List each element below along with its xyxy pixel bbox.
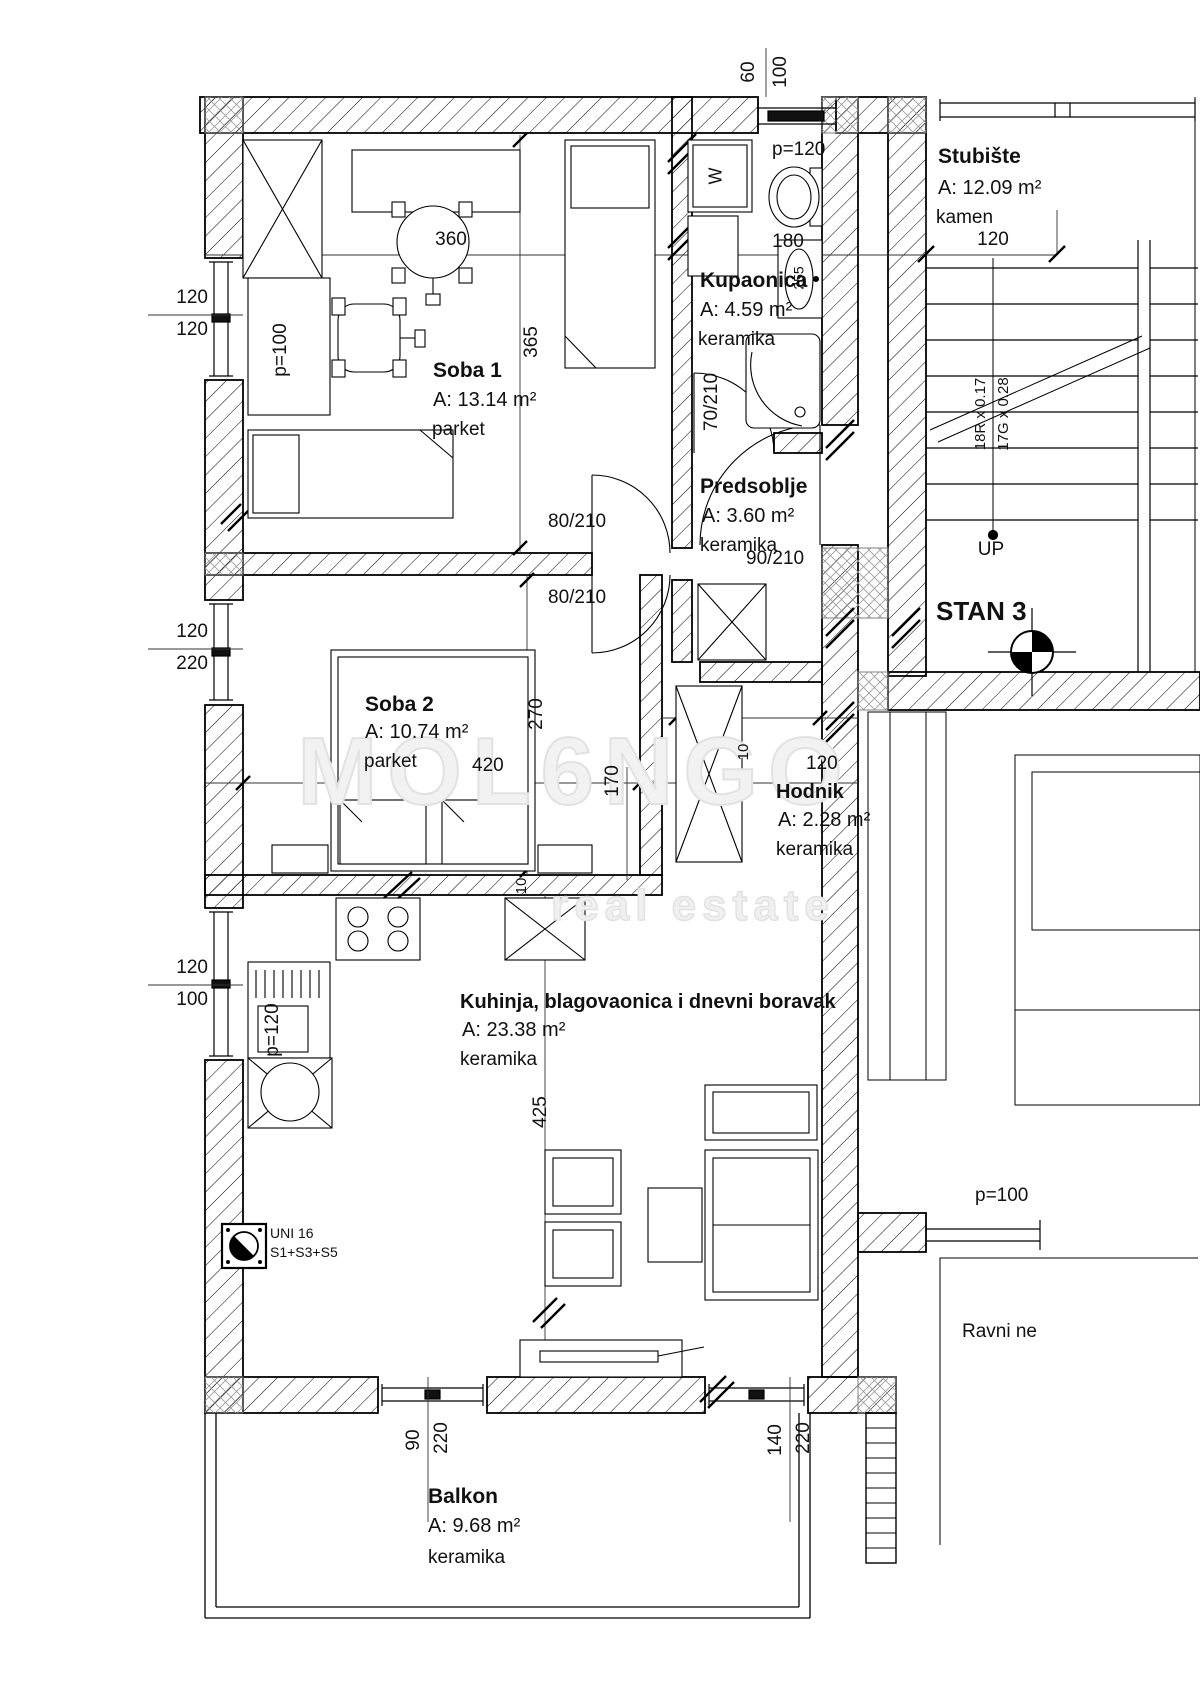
furniture-hodnik-wardrobe bbox=[675, 685, 743, 863]
dim-kitchen-depth: 425 bbox=[530, 1096, 552, 1128]
room-area-hodnik: A: 2.28 m² bbox=[778, 809, 871, 831]
washer-label: W bbox=[705, 167, 726, 185]
door-label-soba2: 80/210 bbox=[548, 587, 607, 608]
dim-top-window-w: 60 bbox=[738, 61, 760, 83]
room-name-soba1: Soba 1 bbox=[433, 359, 502, 382]
furniture-soba2 bbox=[271, 649, 593, 874]
furniture-soba1 bbox=[242, 139, 656, 519]
watermark-logo: MOL6NGO bbox=[296, 717, 853, 826]
door-label-kupaonica: 70/210 bbox=[701, 372, 723, 432]
dim-window2-a: 120 bbox=[176, 621, 208, 642]
parapet-kitchen: p=120 bbox=[262, 1003, 284, 1057]
room-name-balkon: Balkon bbox=[428, 1485, 499, 1508]
door-label-entrance: 90/210 bbox=[746, 548, 805, 569]
dim-sink: 255 bbox=[790, 266, 807, 290]
furniture-kitchen bbox=[247, 897, 586, 1129]
watermark-tagline: real estate bbox=[550, 880, 835, 931]
room-floor-soba1: parket bbox=[432, 419, 485, 440]
room-area-predsoblje: A: 3.60 m² bbox=[702, 505, 795, 527]
dim-window1-a: 120 bbox=[176, 287, 208, 308]
room-floor-kupaonica: keramika bbox=[698, 329, 776, 350]
dim-hodnik-width: 120 bbox=[806, 753, 838, 774]
uni16-marker bbox=[220, 1222, 268, 1270]
room-area-kuhinja: A: 23.38 m² bbox=[462, 1019, 566, 1041]
furniture-living bbox=[519, 1084, 819, 1378]
door-label-soba1: 80/210 bbox=[548, 511, 607, 532]
room-floor-stubiste: kamen bbox=[936, 207, 994, 228]
stairs-risers-label: 18R x 0.17 bbox=[972, 377, 990, 451]
dim-soba2-width: 420 bbox=[472, 755, 504, 776]
parapet-right: p=100 bbox=[975, 1185, 1029, 1206]
stairs-up-label: UP bbox=[977, 539, 1005, 561]
furniture-kupaonica bbox=[687, 139, 823, 429]
room-name-kuhinja: Kuhinja, blagovaonica i dnevni boravak bbox=[460, 991, 836, 1013]
dim-window3-a: 120 bbox=[176, 957, 208, 978]
wall-junction-blocks bbox=[204, 96, 927, 1414]
dim-offset-1: 10 bbox=[513, 877, 531, 895]
furniture-predsoblje-closet bbox=[697, 583, 767, 661]
dim-offset-2: 10 bbox=[735, 743, 753, 761]
dim-window2-b: 220 bbox=[176, 653, 208, 674]
dim-hodnik-depth: 170 bbox=[602, 765, 624, 797]
room-area-balkon: A: 9.68 m² bbox=[428, 1515, 521, 1537]
dim-balcony-win2-b: 220 bbox=[793, 1422, 815, 1454]
windows bbox=[209, 99, 1196, 1406]
stairs-goings-label: 17G x 0.28 bbox=[995, 377, 1013, 451]
uni16-label: UNI 16 bbox=[270, 1225, 314, 1241]
balcony-railing bbox=[204, 1413, 811, 1619]
room-name-kupaonica: Kupaonica bbox=[700, 269, 808, 292]
room-area-soba2: A: 10.74 m² bbox=[365, 721, 469, 743]
room-name-predsoblje: Predsoblje bbox=[700, 475, 808, 498]
dim-soba1-width: 360 bbox=[435, 229, 467, 251]
unit-label: STAN 3 bbox=[936, 596, 1027, 626]
room-area-stubiste: A: 12.09 m² bbox=[938, 177, 1042, 199]
room-floor-soba2: parket bbox=[364, 751, 417, 772]
parapet-soba1: p=100 bbox=[270, 323, 292, 377]
room-name-stubiste: Stubište bbox=[938, 145, 1021, 168]
room-area-soba1: A: 13.14 m² bbox=[433, 389, 537, 411]
flat-roof-outline bbox=[865, 1257, 1198, 1564]
dim-top-window-h: 100 bbox=[770, 56, 792, 88]
room-name-hodnik: Hodnik bbox=[776, 781, 844, 803]
neighbor-area bbox=[867, 711, 1200, 1106]
room-name-soba2: Soba 2 bbox=[365, 693, 434, 716]
room-floor-hodnik: keramika bbox=[776, 839, 854, 860]
dim-window1-b: 120 bbox=[176, 319, 208, 340]
room-floor-kuhinja: keramika bbox=[460, 1049, 538, 1070]
roof-label: Ravni ne bbox=[962, 1321, 1037, 1342]
parapet-top: p=120 bbox=[772, 139, 826, 160]
dim-window3-b: 100 bbox=[176, 989, 208, 1010]
room-floor-balkon: keramika bbox=[428, 1547, 506, 1568]
stan3-symbol bbox=[988, 608, 1076, 696]
dim-balcony-win2-a: 140 bbox=[765, 1424, 787, 1456]
staircase bbox=[926, 97, 1198, 672]
dim-soba2-depth: 270 bbox=[526, 698, 548, 730]
room-floor-predsoblje: keramika bbox=[700, 535, 778, 556]
dim-balcony-win1-b: 220 bbox=[431, 1422, 453, 1454]
room-area-kupaonica: A: 4.59 m² bbox=[700, 299, 793, 321]
dim-stubiste-width: 120 bbox=[977, 229, 1009, 251]
dim-soba1-depth: 365 bbox=[521, 326, 543, 358]
dim-balcony-win1-a: 90 bbox=[403, 1429, 425, 1451]
dim-kupaonica-width: 180 bbox=[772, 231, 804, 253]
sections-label: S1+S3+S5 bbox=[270, 1244, 338, 1260]
